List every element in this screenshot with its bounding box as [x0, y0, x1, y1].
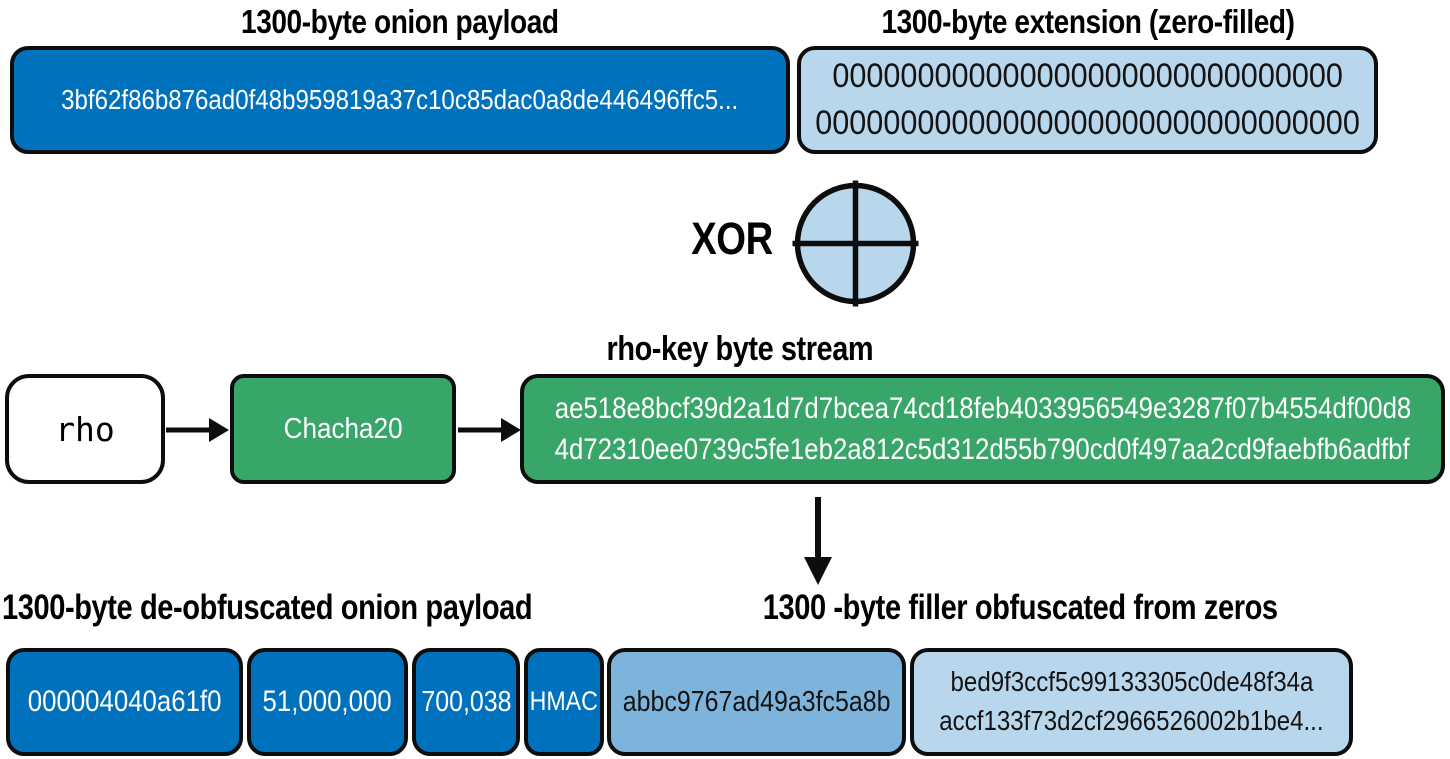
xor-label-text: XOR	[691, 213, 773, 264]
rho-text: rho	[55, 409, 115, 449]
segment-payload-prefix-text: 000004040a61f0	[27, 685, 222, 719]
arrow-right-icon	[166, 418, 229, 442]
rho-key-stream-box: ae518e8bcf39d2a1d7d7bcea74cd18feb4033956…	[520, 374, 1445, 484]
xor-circle-plus-icon	[792, 180, 919, 307]
segment-hmac-text: HMAC	[529, 686, 599, 717]
segment-filler-line1: bed9f3ccf5c99133305c0de48f34a	[950, 666, 1313, 698]
onion-payload-hex: 3bf62f86b876ad0f48b959819a37c10c85dac0a8…	[61, 83, 739, 115]
xor-label: XOR	[590, 213, 780, 264]
segment-payload-prefix: 000004040a61f0	[6, 648, 243, 756]
rho-key-stream-label: rho-key byte stream	[520, 330, 960, 368]
segment-amount-text: 51,000,000	[262, 685, 393, 719]
segment-hmac: HMAC	[524, 648, 604, 756]
extension-zeros-line1: 000000000000000000000000000000	[832, 57, 1343, 96]
rho-key-stream-label-text: rho-key byte stream	[606, 330, 874, 368]
extension-label-text: 1300-byte extension (zero-filled)	[880, 3, 1295, 40]
deobfuscated-payload-label-text: 1300-byte de-obfuscated onion payload	[2, 588, 533, 627]
segment-remaining-payload: abbc9767ad49a3fc5a8b	[607, 648, 906, 756]
onion-payload-label-text: 1300-byte onion payload	[241, 3, 559, 40]
onion-payload-box: 3bf62f86b876ad0f48b959819a37c10c85dac0a8…	[10, 46, 790, 154]
extension-box: 000000000000000000000000000000 000000000…	[797, 46, 1378, 154]
filler-label: 1300 -byte filler obfuscated from zeros	[690, 588, 1350, 627]
segment-remaining-payload-text: abbc9767ad49a3fc5a8b	[622, 685, 891, 718]
deobfuscated-payload-label: 1300-byte de-obfuscated onion payload	[2, 588, 702, 627]
stream-hex-line2: 4d72310ee0739c5fe1eb2a812c5d312d55b790cd…	[554, 433, 1411, 466]
onion-payload-label: 1300-byte onion payload	[10, 3, 790, 41]
extension-zeros-line2: 00000000000000000000000000000000	[815, 104, 1360, 142]
segment-amount: 51,000,000	[247, 648, 408, 756]
stream-hex-line1: ae518e8bcf39d2a1d7d7bcea74cd18feb4033956…	[554, 391, 1411, 425]
filler-label-text: 1300 -byte filler obfuscated from zeros	[762, 588, 1278, 627]
arrow-down-icon	[804, 497, 832, 585]
chacha20-text: Chacha20	[283, 412, 403, 445]
segment-filler: bed9f3ccf5c99133305c0de48f34a accf133f73…	[910, 648, 1353, 756]
segment-filler-line2: accf133f73d2cf2966526002b1be4...	[939, 705, 1324, 736]
rho-box: rho	[5, 374, 165, 484]
extension-label: 1300-byte extension (zero-filled)	[797, 3, 1378, 41]
arrow-right-icon	[458, 418, 521, 442]
segment-cltv-text: 700,038	[420, 685, 512, 718]
chacha20-box: Chacha20	[230, 374, 456, 484]
segment-cltv: 700,038	[412, 648, 520, 756]
